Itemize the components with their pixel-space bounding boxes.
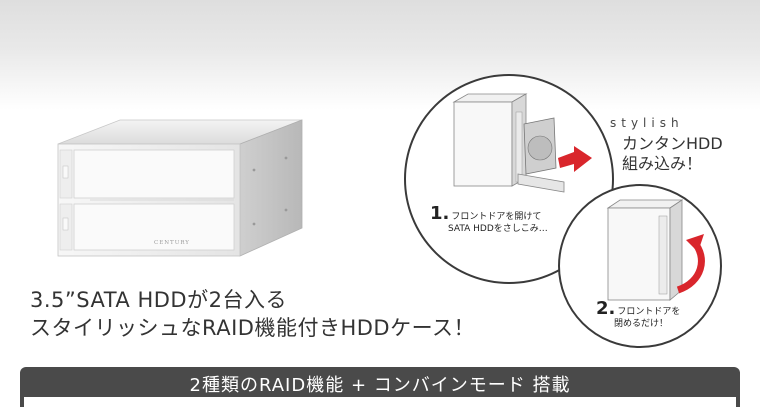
insert-drive-illustration bbox=[452, 93, 592, 193]
insert-arrow-icon bbox=[558, 146, 592, 172]
step-1-caption: 1.フロントドアを開けて SATA HDDをさしこみ… bbox=[430, 205, 548, 235]
product-tagline: 3.5”SATA HDDが2台入る スタイリッシュなRAID機能付きHDDケース… bbox=[30, 286, 510, 342]
step-2-number: 2. bbox=[596, 298, 616, 319]
raid-feature-banner: 2種類のRAID機能 + コンバインモード 搭載 bbox=[20, 367, 740, 417]
tagline-line-2: スタイリッシュなRAID機能付きHDDケース！ bbox=[30, 316, 476, 340]
brand-logo-text: CENTURY bbox=[154, 240, 190, 246]
step-2-line-1: フロントドアを bbox=[617, 307, 681, 317]
hdd-enclosure-image: CENTURY bbox=[57, 119, 303, 257]
tagline-line-1: 3.5”SATA HDDが2台入る bbox=[30, 288, 287, 312]
step-1-line-2: SATA HDDをさしこみ… bbox=[448, 224, 548, 234]
stylish-label: stylish bbox=[610, 116, 684, 130]
step-1-line-1: フロントドアを開けて bbox=[451, 212, 542, 222]
step-2-line-2: 閉めるだけ！ bbox=[614, 319, 669, 329]
easy-install-label: カンタンHDD 組み込み！ bbox=[622, 134, 752, 174]
banner-content-area bbox=[24, 397, 736, 417]
header-gradient-band bbox=[0, 0, 760, 110]
step-1-number: 1. bbox=[430, 203, 450, 224]
easy-install-line-2: 組み込み！ bbox=[622, 154, 703, 173]
banner-title: 2種類のRAID機能 + コンバインモード 搭載 bbox=[189, 375, 571, 396]
step-2-caption: 2.フロントドアを 閉めるだけ！ bbox=[596, 300, 681, 330]
close-door-illustration bbox=[606, 199, 705, 301]
easy-install-line-1: カンタンHDD bbox=[622, 134, 723, 153]
step-2-illustration bbox=[558, 184, 722, 348]
